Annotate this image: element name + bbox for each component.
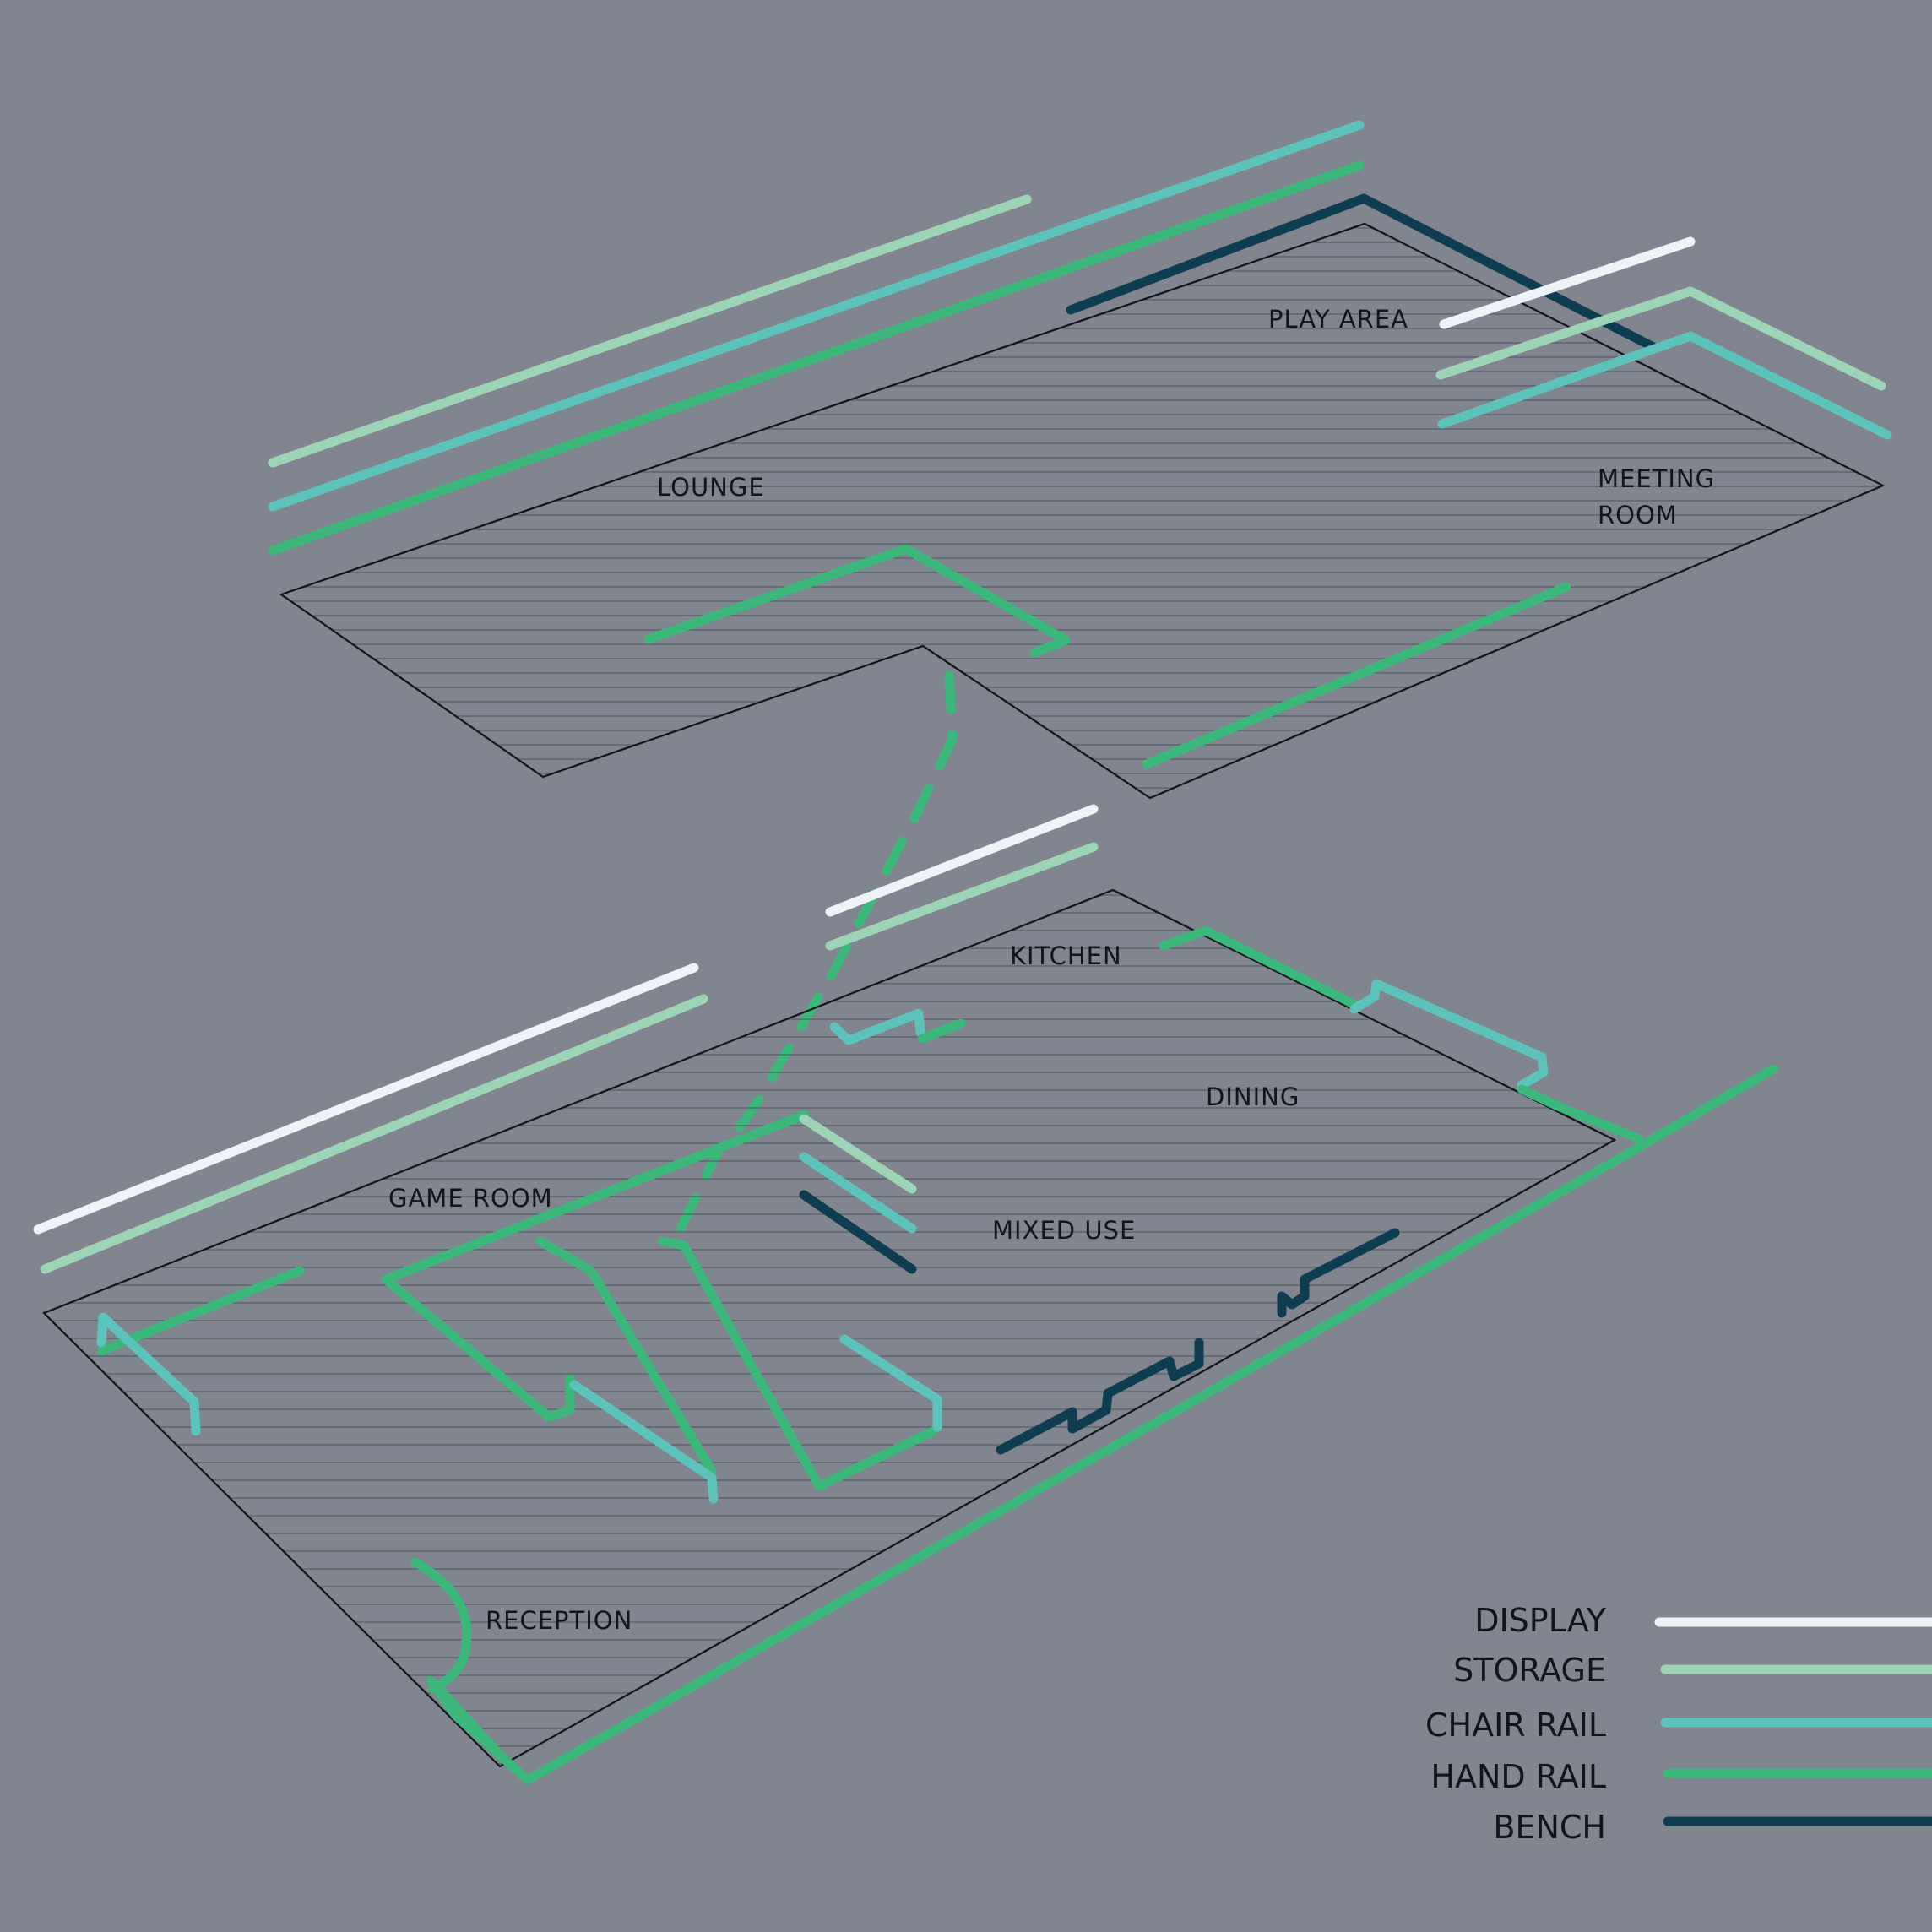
hand-rail-lower-right xyxy=(1142,582,1571,769)
legend-label-display: DISPLAY xyxy=(1474,1602,1607,1639)
chair-rail-mixed-use xyxy=(799,1152,917,1234)
room-label-play-area: PLAY AREA xyxy=(1268,305,1408,334)
chair-rail-meeting-room xyxy=(1437,331,1892,440)
room-label-lounge: LOUNGE xyxy=(657,473,765,502)
bench-mixed-use xyxy=(799,1190,917,1274)
room-label-game-room: GAME ROOM xyxy=(388,1184,553,1213)
room-label-meeting-room-2: ROOM xyxy=(1598,501,1678,529)
storage-meeting-room xyxy=(1435,286,1886,391)
hand-rail-top xyxy=(268,160,1365,556)
chair-rail-game-room-left xyxy=(96,1312,201,1436)
room-label-kitchen: KITCHEN xyxy=(1010,942,1122,970)
hand-rail-central-zigzag xyxy=(381,1110,810,1422)
hand-rail-central-diagonal xyxy=(535,1236,717,1476)
display-play-area xyxy=(1439,236,1696,329)
storage-rail-top xyxy=(268,194,1032,468)
bench-upper-edge xyxy=(1066,193,1660,353)
chair-rail-kitchen-zigzag xyxy=(829,1008,925,1045)
hand-rail-kitchen-short xyxy=(917,1018,966,1044)
chair-rail-central-diagonal xyxy=(569,1380,719,1504)
room-label-mixed-use: MIXED USE xyxy=(992,1216,1136,1245)
chair-rail-top xyxy=(268,120,1365,512)
lower-floor-outline xyxy=(42,888,1617,1768)
legend-label-hand-rail: HAND RAIL xyxy=(1430,1758,1606,1795)
hand-rail-lounge-bend xyxy=(643,544,1071,658)
legend-label-bench: BENCH xyxy=(1493,1809,1606,1846)
storage-game-room xyxy=(40,994,708,1274)
display-kitchen xyxy=(825,804,1099,917)
hand-rail-dining-top xyxy=(1159,925,1360,1010)
hand-rail-dining-corner xyxy=(1517,1084,1643,1143)
legend-label-chair-rail: CHAIR RAIL xyxy=(1425,1707,1606,1744)
hand-rail-reception-curve xyxy=(410,1557,472,1694)
bench-lower-zigzag-2 xyxy=(1277,1228,1400,1318)
hand-rail-game-room-left xyxy=(96,1266,305,1356)
display-game-room xyxy=(33,963,699,1235)
hand-rail-stair-connector xyxy=(670,670,958,1244)
chair-rail-dining-zigzag xyxy=(1349,979,1549,1090)
legend: DISPLAY STORAGE CHAIR RAIL HAND RAIL BEN… xyxy=(1425,1602,1932,1846)
storage-mixed-use xyxy=(799,1114,917,1194)
room-label-meeting-room-1: MEETING xyxy=(1598,464,1715,493)
hand-rail-mixed-use-diagonal xyxy=(658,1236,938,1491)
upper-floor: LOUNGE PLAY AREA MEETING ROOM xyxy=(268,120,1892,800)
room-label-reception: RECEPTION xyxy=(486,1606,632,1635)
bench-lower-zigzag-1 xyxy=(996,1338,1204,1455)
chair-rail-mixed-use-short xyxy=(839,1334,942,1432)
room-label-dining: DINING xyxy=(1206,1083,1300,1111)
storage-kitchen xyxy=(825,842,1099,951)
upper-floor-outline xyxy=(279,222,1886,800)
legend-label-storage: STORAGE xyxy=(1453,1652,1606,1689)
hand-rail-outer-short xyxy=(434,1684,508,1763)
